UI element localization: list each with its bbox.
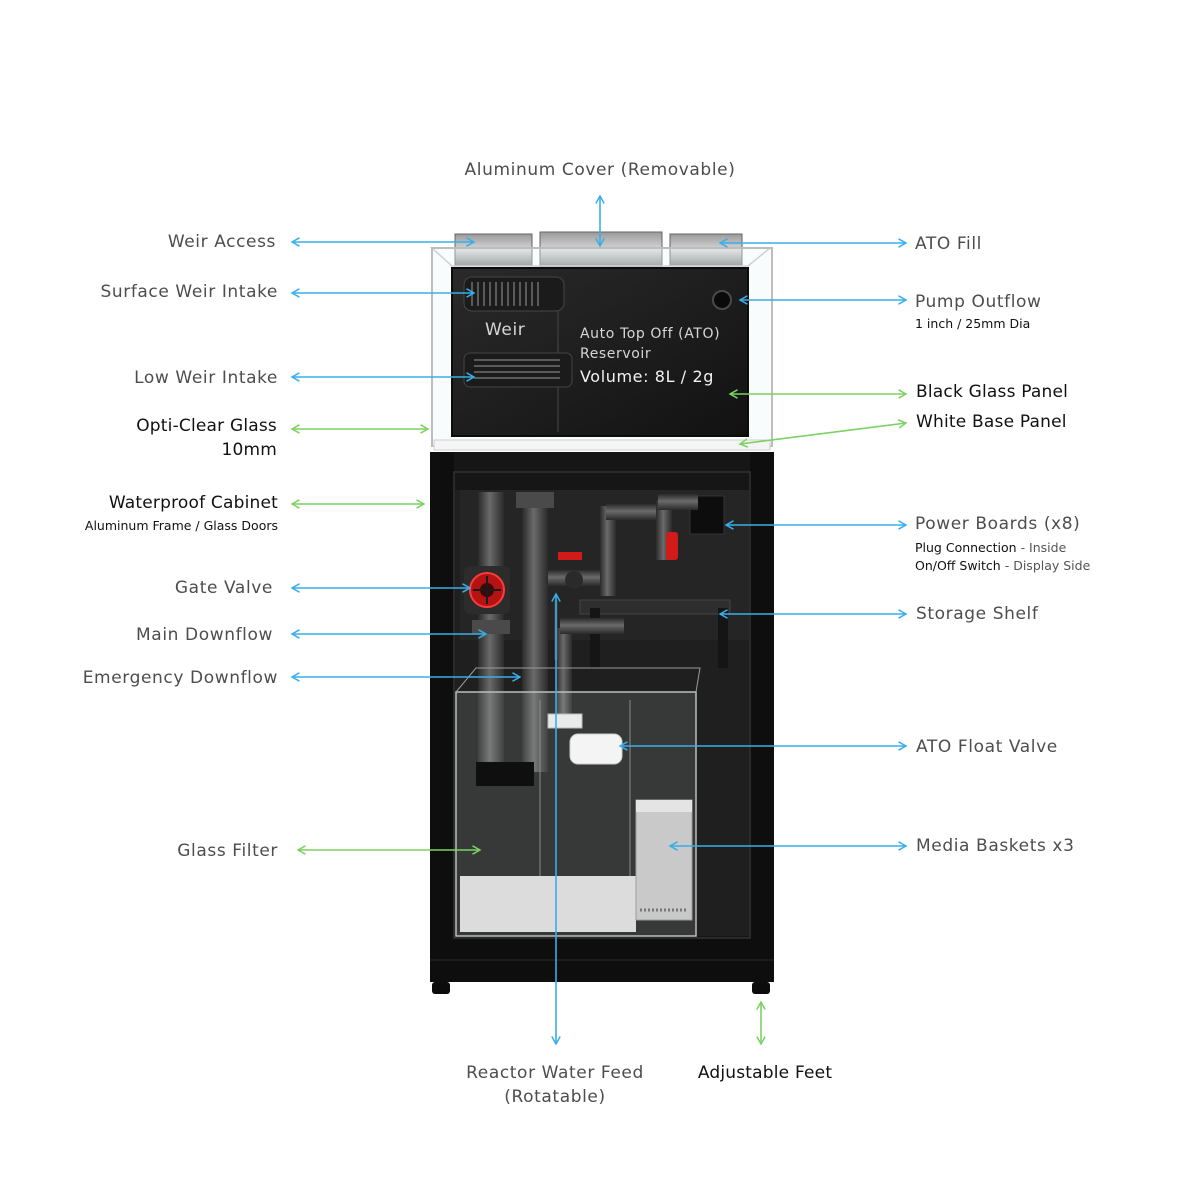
label-storage-shelf: Storage Shelf bbox=[916, 604, 1039, 624]
label-ato-reservoir-1: Auto Top Off (ATO) bbox=[580, 326, 721, 342]
label-low-weir-intake: Low Weir Intake bbox=[134, 368, 278, 388]
emergency-downflow-pipe bbox=[522, 492, 548, 772]
label-pump-outflow-sub: 1 inch / 25mm Dia bbox=[915, 316, 1031, 331]
label-reactor-water-feed-1: Reactor Water Feed bbox=[466, 1063, 644, 1083]
arrow-white-base bbox=[738, 419, 908, 448]
white-base-panel bbox=[433, 439, 771, 451]
label-reactor-water-feed-2: (Rotatable) bbox=[504, 1087, 606, 1107]
onoff-switch-detail: - Display Side bbox=[1004, 558, 1091, 573]
foot-left bbox=[432, 982, 450, 994]
display-tank bbox=[430, 231, 773, 451]
plug-connection-text: Plug Connection bbox=[915, 540, 1017, 555]
label-black-glass-panel: Black Glass Panel bbox=[916, 382, 1069, 402]
label-ato-fill: ATO Fill bbox=[915, 234, 982, 254]
callout-arrows bbox=[290, 194, 908, 1046]
ball-valve-left bbox=[558, 552, 582, 560]
ball-valve-right bbox=[666, 532, 678, 560]
label-main-downflow: Main Downflow bbox=[136, 625, 273, 645]
label-onoff-switch: On/Off Switch - Display Side bbox=[915, 558, 1090, 573]
surface-weir-comb bbox=[463, 276, 565, 312]
label-waterproof-cabinet: Waterproof Cabinet bbox=[108, 493, 278, 513]
label-aluminum-cover: Aluminum Cover (Removable) bbox=[464, 160, 736, 180]
label-power-boards: Power Boards (x8) bbox=[915, 514, 1081, 534]
label-opti-clear-glass: Opti-Clear Glass bbox=[136, 416, 277, 436]
label-waterproof-cabinet-sub: Aluminum Frame / Glass Doors bbox=[84, 518, 278, 533]
label-gate-valve: Gate Valve bbox=[174, 578, 273, 598]
plug-connection-detail: - Inside bbox=[1020, 540, 1067, 555]
low-weir-comb bbox=[463, 352, 573, 388]
label-media-baskets: Media Baskets x3 bbox=[916, 836, 1075, 856]
label-plug-connection: Plug Connection - Inside bbox=[915, 540, 1066, 555]
glass-filter bbox=[455, 667, 701, 937]
label-weir-access: Weir Access bbox=[167, 232, 276, 252]
gate-valve bbox=[464, 566, 510, 614]
label-emergency-downflow: Emergency Downflow bbox=[82, 668, 278, 688]
media-baskets bbox=[635, 799, 693, 921]
label-ato-volume: Volume: 8L / 2g bbox=[580, 367, 714, 386]
ato-float-valve bbox=[569, 733, 623, 765]
label-glass-filter: Glass Filter bbox=[177, 841, 278, 861]
onoff-switch-text: On/Off Switch bbox=[915, 558, 1001, 573]
foot-right bbox=[752, 982, 770, 994]
black-glass-panel bbox=[451, 267, 749, 437]
label-ato-reservoir-2: Reservoir bbox=[580, 346, 652, 362]
label-weir: Weir bbox=[485, 320, 526, 340]
label-pump-outflow: Pump Outflow bbox=[915, 292, 1042, 312]
label-white-base-panel: White Base Panel bbox=[916, 412, 1067, 432]
pump-outflow-nozzle bbox=[712, 290, 732, 310]
label-surface-weir-intake: Surface Weir Intake bbox=[100, 282, 278, 302]
storage-shelf bbox=[579, 599, 731, 615]
label-ato-float-valve: ATO Float Valve bbox=[916, 737, 1058, 757]
label-opti-clear-glass-sub: 10mm bbox=[221, 440, 277, 460]
label-adjustable-feet: Adjustable Feet bbox=[697, 1063, 833, 1083]
